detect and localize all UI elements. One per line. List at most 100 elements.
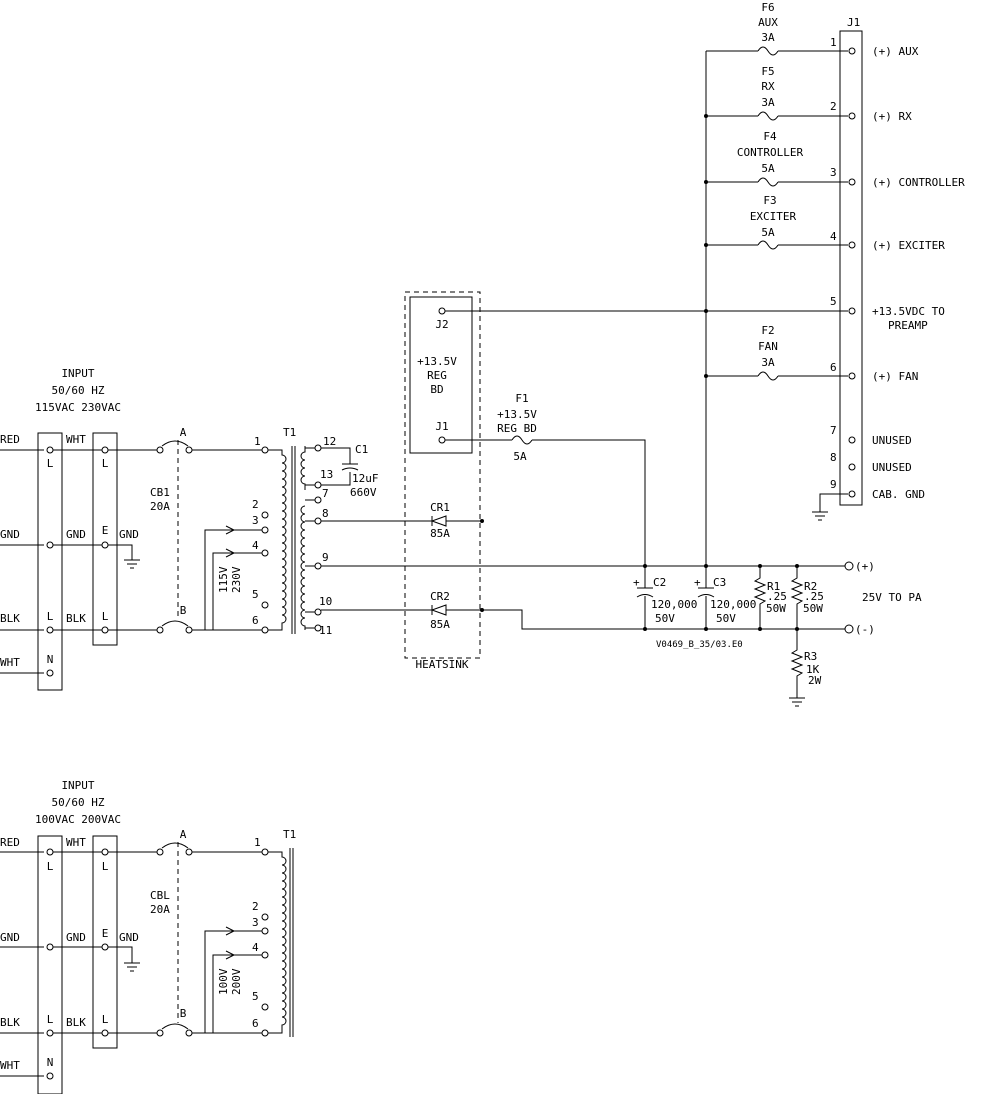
upper-gnd-label: GND [119,528,139,541]
lower-line-wires [108,851,262,1034]
lower-tap-100v: 100V [217,968,230,995]
upper-t1-pin-label: 3 [252,514,259,527]
c1-leads [321,447,351,486]
c2-voltage: 50V [655,612,675,625]
upper-t1-sec-pin [314,517,322,525]
lower-t1-pri-pin [261,927,269,935]
capacitor-c3: + C3 120,000 50V [694,566,756,629]
resistor-r1: R1 .25 50W [753,566,787,629]
lower-gnd-label: GND [119,931,139,944]
j1-pin-label-line2: PREAMP [888,319,928,332]
lower-cb-pole-b: B [180,1007,187,1020]
upper-t1-primary-coil [268,449,287,631]
c2-plus: + [633,576,640,589]
j1-pin-number: 4 [830,230,837,243]
upper-t1-sec-pin [314,444,322,452]
upper-cb-contacts [161,440,189,627]
upper-ground-symbol [124,559,140,569]
r1-power: 50W [766,602,786,615]
r1-zigzag [753,566,767,629]
lower-cb-contacts [161,842,189,1030]
j1-pin [848,372,856,380]
upper-tb1-label: L [47,457,54,470]
resistor-r3: R3 1K 2W [789,629,822,707]
capacitor-c1: C1 12uF 660V [321,443,379,499]
fuse-f6-rating: 3A [761,31,775,44]
c3-plates [697,587,715,598]
connector-j1: J1 1 2 3 4 5 6 7 8 9 (+) AUX (+) RX (+) … [812,16,965,521]
j1-name: J1 [847,16,860,29]
lower-t1-pin-label: 5 [252,990,259,1003]
reg-j1-label: J1 [435,420,448,433]
output-minus-label: (-) [855,623,875,636]
lower-t1-pri-pin [261,951,269,959]
reg-board-label-2: REG [427,369,447,382]
upper-tb1-pin [46,446,54,454]
lower-tb2-label: L [102,860,109,873]
lower-t1-pri-pin [261,1029,269,1037]
j1-pin-label: (+) EXCITER [872,239,945,252]
lower-tb1-label: N [47,1056,54,1069]
lower-voltage-select-jumpers [204,930,262,1033]
lower-input-title-3: 100VAC 200VAC [35,813,121,826]
upper-t1-sec-label: 13 [320,468,333,481]
upper-wire-wht-mid: WHT [66,433,86,446]
output-plus-label: (+) [855,560,875,573]
lower-transformer-t1: 1 2 3 4 5 6 T1 [252,828,296,1037]
c2-plates [636,587,654,598]
f1-voltage: +13.5V [497,408,537,421]
upper-cb-name: CB1 [150,486,170,499]
j1-pin-label: (+) AUX [872,45,919,58]
upper-t1-sec-label: 11 [319,624,332,637]
lower-tb-link-wires [53,851,102,1034]
lower-wire-blk-label: BLK [0,1016,20,1029]
lower-tb1-pin [46,848,54,856]
upper-tb2-label: L [102,610,109,623]
upper-t1-pin-label: 2 [252,498,259,511]
cr1-name: CR1 [430,501,450,514]
part-number: V0469_B_35/03.E0 [656,640,743,650]
upper-tap-115v: 115V [217,566,230,593]
lower-tap-200v: 200V [230,968,243,995]
lower-wire-gnd-mid: GND [66,931,86,944]
reg-j2-label: J2 [435,318,448,331]
upper-tb2-label: E [102,524,109,537]
r1-value: .25 [767,590,787,603]
j1-pin [848,47,856,55]
upper-wire-wht-label: WHT [0,656,20,669]
lower-gnd-wire [108,946,133,963]
upper-t1-sec-label: 9 [322,551,329,564]
lower-tb2-pin [101,943,109,951]
reg-j2-pin [438,307,446,315]
lower-wire-red-label: RED [0,836,20,849]
lower-cb-name: CBL [150,889,170,902]
heatsink-assembly: HEATSINK +13.5V REG BD J2 J1 CR1 85A CR2… [321,291,645,671]
lower-t1-name: T1 [283,828,296,841]
upper-t1-pri-pin [261,549,269,557]
j1-pin [848,112,856,120]
c1-value: 12uF [352,472,379,485]
r2-value: .25 [804,590,824,603]
output-negative-terminal [844,624,854,634]
output-label: 25V TO PA [862,591,922,604]
cr2-name: CR2 [430,590,450,603]
r3-name: R3 [804,650,817,663]
c3-plus: + [694,576,701,589]
lower-wire-blk-mid: BLK [66,1016,86,1029]
upper-input-title-1: INPUT [61,367,94,380]
upper-t1-sec-label: 10 [319,595,332,608]
fuse-f6-name: F6 [761,1,774,14]
upper-t1-pri-pin [261,446,269,454]
lower-terminal-block-1 [37,835,63,1094]
upper-terminal-block-1 [37,432,63,691]
upper-tb2-pin [101,541,109,549]
heatsink-label: HEATSINK [416,658,469,671]
fuse-f4-name: F4 [763,130,777,143]
cr2-junction [480,608,484,612]
upper-tb2-label: L [102,457,109,470]
capacitor-c2: + C2 120,000 50V [633,566,697,629]
c1-name: C1 [355,443,368,456]
lower-cb-terminal [185,848,193,856]
r3-value: 1K [806,663,820,676]
